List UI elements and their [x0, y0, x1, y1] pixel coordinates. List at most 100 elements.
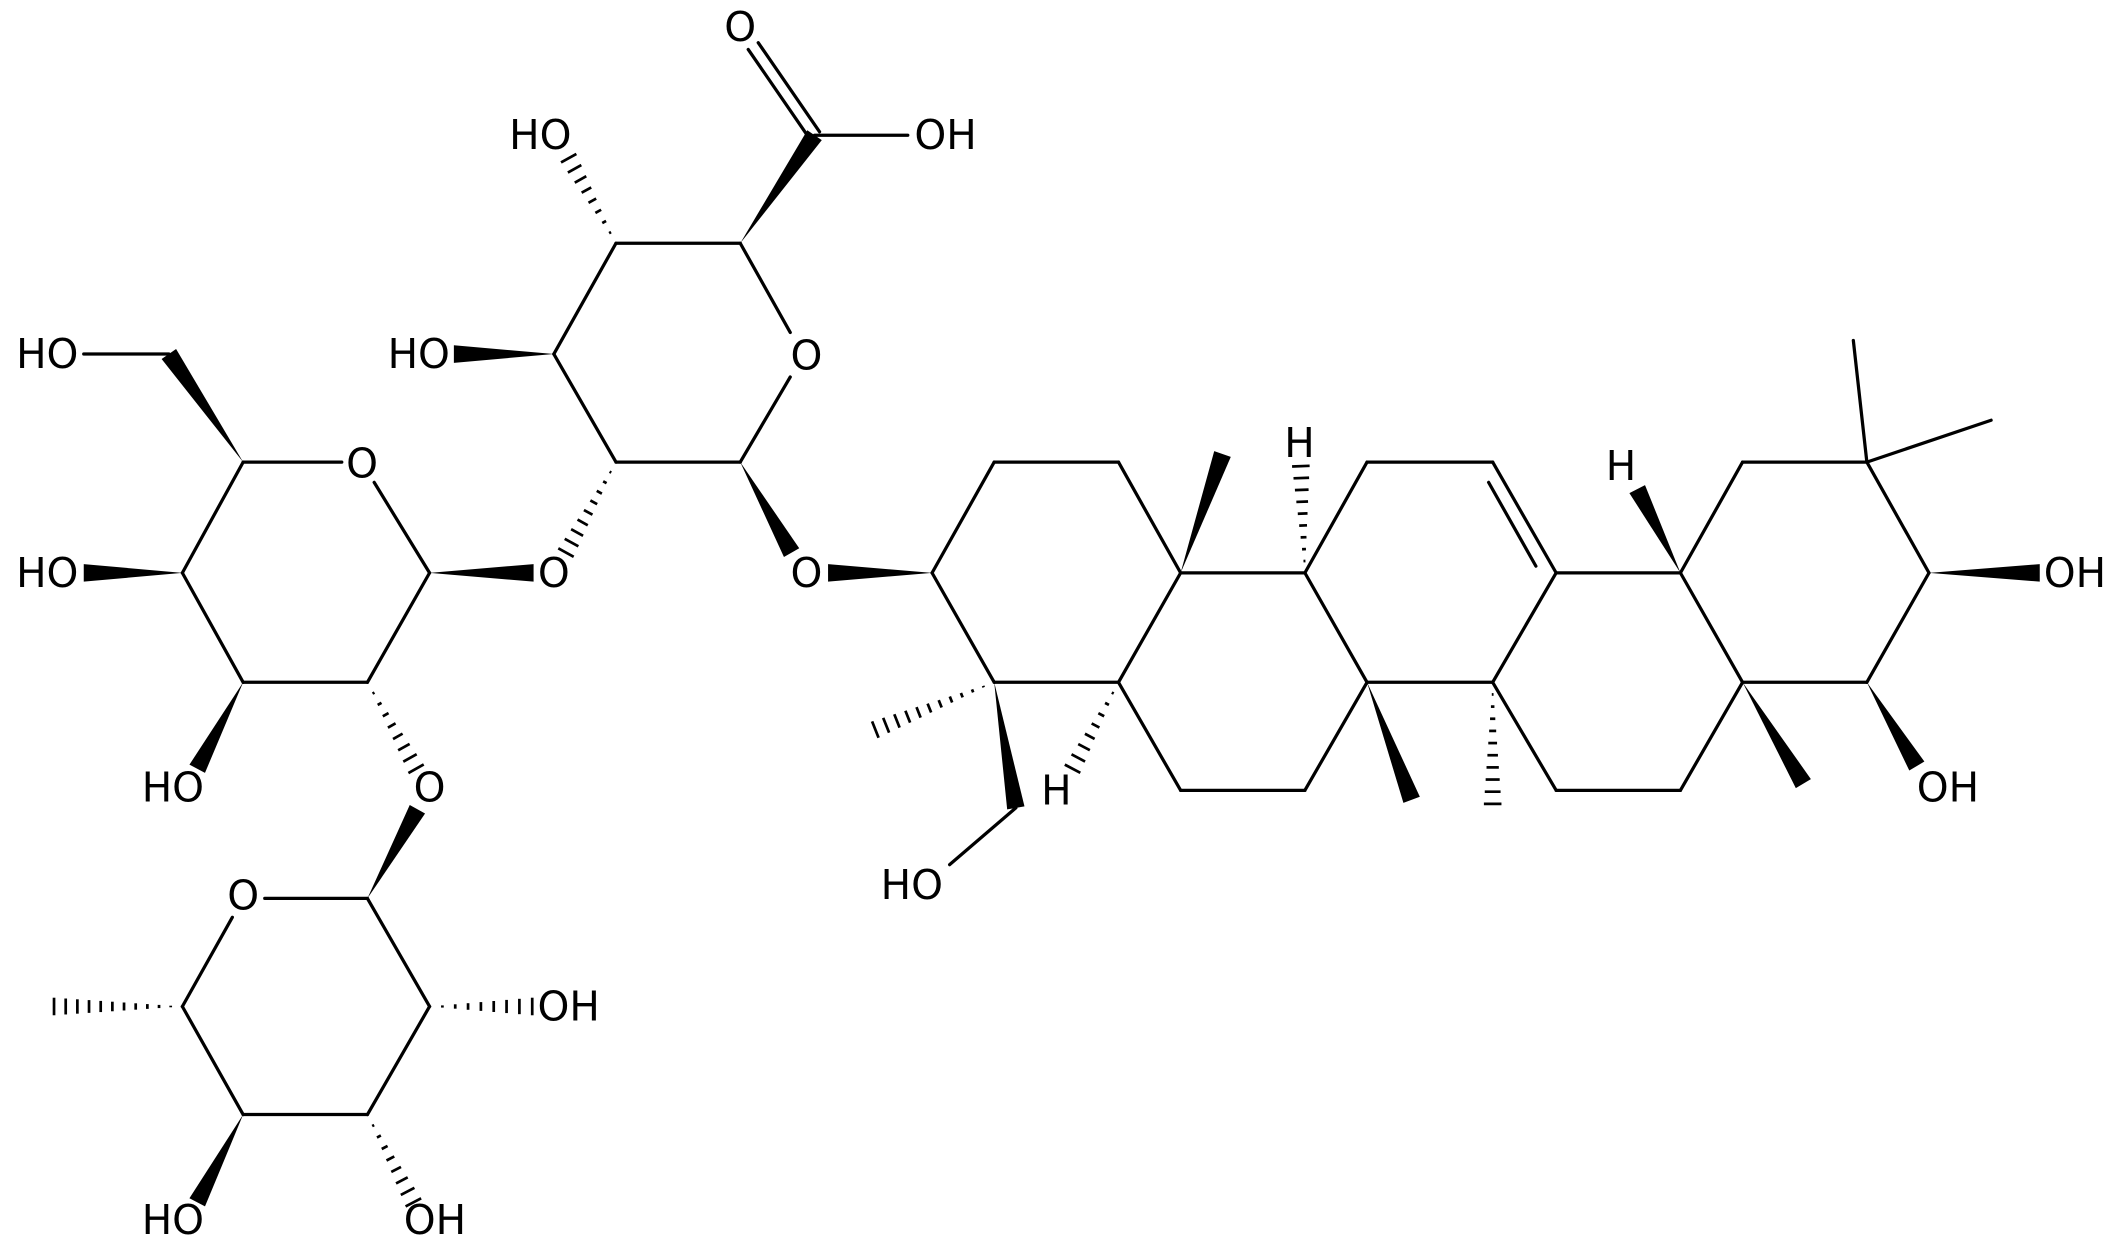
wedge-bond: [1866, 682, 1925, 771]
hash-line: [1070, 753, 1086, 763]
wedge-shape: [189, 1114, 244, 1207]
hash-line: [596, 489, 603, 495]
bond: [1303, 460, 1369, 575]
hash-bond: [52, 997, 173, 1016]
hash-line: [407, 763, 425, 775]
aglycone-ring-e: [1678, 338, 2040, 771]
carboxyl-group: [740, 41, 910, 244]
hash-bond: [1064, 691, 1115, 775]
hash-line: [1091, 722, 1101, 729]
hash-line: [959, 692, 964, 698]
hash-line: [602, 480, 608, 485]
c9-hydrogen-label: H: [1284, 419, 1314, 467]
bond: [1865, 460, 1931, 575]
bond: [365, 896, 432, 1009]
hash-line: [881, 717, 891, 734]
hash-line: [1064, 763, 1081, 775]
wedge-shape: [1742, 682, 1811, 789]
bond: [1116, 571, 1183, 684]
wedge-bond: [1180, 451, 1231, 573]
carboxyl-hydroxyl-label: OH: [914, 111, 976, 159]
rhamnose-c3-hydroxyl-label: OH: [404, 1196, 466, 1243]
aglycone-ring-d: [1491, 485, 1811, 792]
glucuronide-ring-oxygen-label: O: [791, 331, 823, 379]
wedge-shape: [429, 564, 534, 582]
hash-line: [594, 208, 602, 215]
rhamnose-ring: [52, 804, 534, 1208]
hash-line: [589, 499, 598, 506]
hash-bond: [1483, 693, 1502, 806]
bond: [180, 460, 245, 575]
wedge-shape: [1629, 485, 1681, 573]
hash-line: [574, 175, 587, 184]
hash-bond: [371, 1123, 422, 1208]
hash-line: [557, 547, 575, 559]
hash-line: [560, 152, 578, 164]
bond: [180, 1004, 245, 1117]
glucose-ring-oxygen-label: O: [346, 439, 378, 487]
wedge-shape: [453, 345, 554, 363]
wedge-shape: [83, 564, 183, 582]
double-bond-line: [756, 41, 822, 134]
bond: [365, 571, 432, 684]
atom-labels: O OH HO HO O HO O HO O O HO O O OH HO OH…: [16, 3, 2106, 1243]
bond: [1116, 460, 1183, 575]
bond: [930, 571, 996, 684]
hash-bond: [870, 685, 985, 739]
glucuronide-c4-hydroxyl-label: HO: [509, 111, 571, 159]
wedge-bond: [83, 564, 183, 582]
bond: [1865, 571, 1931, 684]
wedge-shape: [1180, 451, 1231, 573]
wedge-bond: [994, 682, 1025, 810]
wedge-bond: [1928, 564, 2040, 582]
hash-line: [371, 1123, 375, 1128]
hash-line: [377, 701, 383, 707]
hash-line: [1097, 711, 1105, 718]
hash-line: [1293, 476, 1310, 480]
bond: [1116, 680, 1183, 792]
hash-line: [567, 163, 582, 174]
bond: [180, 571, 245, 684]
hash-bond: [560, 152, 612, 235]
hash-line: [564, 537, 580, 548]
rhamnose-linkage-oxygen-label: O: [414, 764, 446, 812]
hash-line: [937, 699, 943, 708]
hash-line: [1084, 732, 1096, 741]
wedge-shape: [1367, 682, 1420, 803]
wedge-bond: [828, 564, 933, 582]
wedge-bond: [161, 349, 244, 463]
hash-line: [376, 1134, 382, 1139]
wedge-shape: [367, 804, 426, 899]
hash-line: [570, 528, 584, 537]
wedge-shape: [1866, 682, 1925, 771]
bond: [930, 460, 996, 575]
aglycone-ring-b: [1116, 464, 1420, 803]
wedge-shape: [740, 130, 822, 244]
glucose-ring: [82, 349, 534, 775]
bond: [1491, 460, 1558, 575]
glucose-glucuronide-linkage-oxygen-label: O: [538, 549, 570, 597]
bond: [372, 480, 432, 575]
hash-line: [948, 696, 954, 703]
hash-line: [1077, 742, 1091, 752]
c22-hydroxyl-label: OH: [1917, 764, 1979, 812]
hash-line: [926, 703, 933, 714]
hash-line: [381, 1144, 389, 1151]
hash-line: [587, 197, 597, 205]
hash-line: [608, 470, 612, 474]
rhamnose-c2-hydroxyl-label: OH: [538, 982, 600, 1030]
hash-bond: [371, 691, 425, 775]
wedge-bond: [453, 345, 554, 363]
carbonyl-oxygen-label: O: [724, 3, 756, 51]
hash-line: [904, 710, 912, 724]
double-bond-inner-line: [1486, 480, 1538, 568]
hash-line: [580, 186, 592, 194]
wedge-bond: [189, 682, 244, 773]
double-bond-line: [746, 47, 812, 141]
wedge-shape: [189, 682, 244, 773]
hash-line: [583, 508, 594, 516]
hash-bond: [557, 470, 612, 559]
wedge-shape: [994, 682, 1025, 810]
hash-line: [601, 219, 607, 225]
